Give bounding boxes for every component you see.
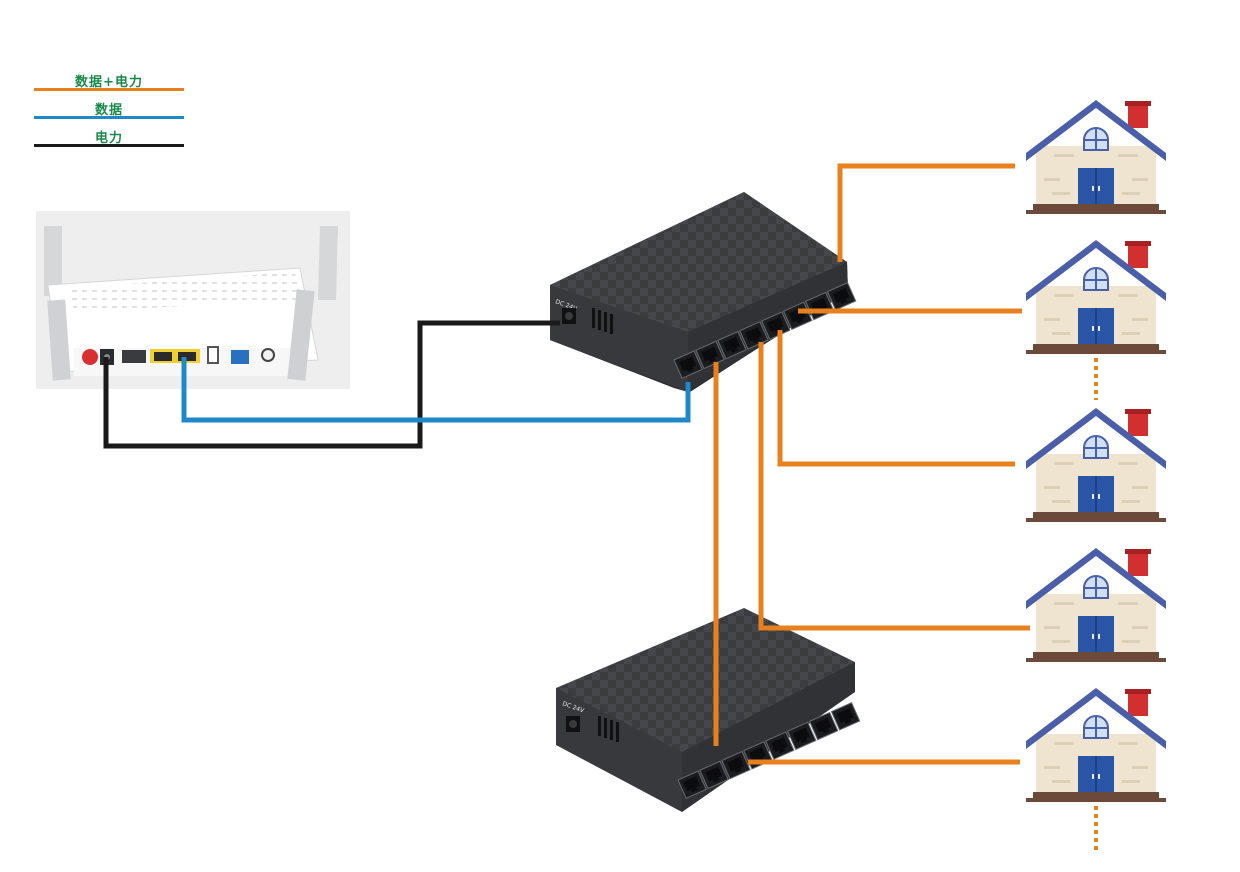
legend-line-blue [34, 116, 184, 119]
house-icon [1025, 407, 1167, 523]
legend-line-black [34, 144, 184, 147]
cable-house-1 [837, 163, 1015, 262]
house-icon [1025, 239, 1167, 355]
house-icon [1025, 547, 1167, 663]
power-cable [103, 320, 560, 449]
poe-switch-top-icon: DC 24V [550, 192, 857, 392]
cable-house-4 [758, 342, 1030, 631]
poe-switch-bottom-icon: DC 24V [556, 608, 861, 812]
legend-line-orange [34, 88, 184, 91]
legend-item-power: 电力 [34, 122, 184, 150]
legend-label-power: 电力 [94, 131, 123, 146]
house-icon [1025, 687, 1167, 803]
wifi-router-icon [36, 211, 350, 389]
house-icon [1025, 99, 1167, 215]
legend-label-data: 数据 [94, 103, 123, 118]
data-cable [181, 357, 691, 423]
legend-item-data-power: 数据+电力 [34, 66, 184, 94]
legend-item-data: 数据 [34, 94, 184, 122]
data-power-cables [713, 163, 1030, 765]
legend: 数据+电力 数据 电力 [34, 66, 184, 150]
legend-label-data-power: 数据+电力 [75, 75, 143, 90]
cable-house-3 [777, 330, 1015, 467]
